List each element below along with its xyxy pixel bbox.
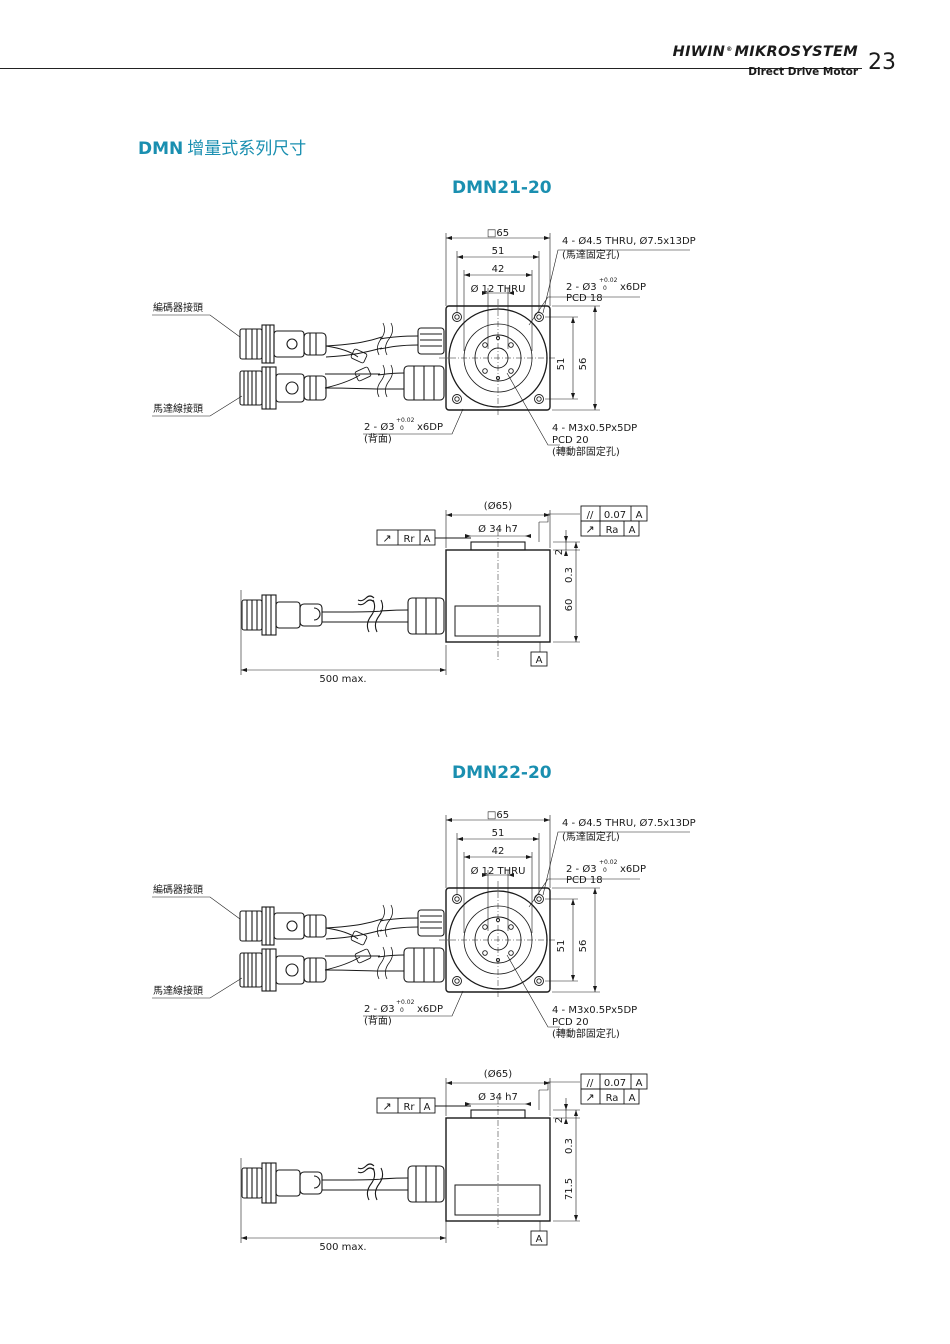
brand-suffix: MIKROSYSTEM [734, 44, 858, 60]
parallel-icon: // [587, 510, 594, 521]
encoder-connector-label: 編碼器接頭 [153, 883, 203, 896]
motor-connector-label: 馬達線接頭 [153, 984, 203, 997]
encoder-connector-label: 編碼器接頭 [153, 301, 203, 314]
runout-datum: A [424, 1102, 431, 1113]
rotor-holes-note: (轉動部固定孔) [552, 1027, 620, 1040]
top-view-drawing-dmn22-20: 編碼器接頭 馬達線接頭 □65 51 42 Ø 12 THRU 4 - Ø4.5… [152, 810, 696, 1040]
pin-back-tol-upper: +0.02 [396, 999, 415, 1006]
runout-icon: ↗ [382, 532, 391, 545]
mount-pcd-51-label: 51 [492, 246, 505, 257]
ra-runout-icon: ↗ [585, 523, 594, 536]
rotor-pcd-label: PCD 20 [552, 435, 589, 446]
height-label: 60 [564, 599, 575, 612]
mount-holes-note: (馬達固定孔) [562, 830, 620, 843]
outer-dia-label: (Ø65) [484, 1068, 512, 1080]
datum-a-label: A [536, 1234, 543, 1245]
pilot-42-label: 42 [492, 264, 505, 275]
section-title-cn: 增量式系列尺寸 [187, 139, 307, 159]
runout-label: Rr [403, 534, 415, 545]
parallel-datum: A [636, 510, 643, 521]
ra-datum: A [629, 1093, 636, 1104]
brand-mark: ® [726, 46, 733, 53]
top-view-drawing-dmn21-20: 編碼器接頭 馬達線接頭 □65 51 42 Ø 12 THRU 4 - Ø4.5… [152, 228, 696, 458]
pin-front-tol-lower: 0 [603, 285, 607, 292]
pin-back-depth: x6DP [417, 1004, 443, 1015]
page-header: HIWIN®MIKROSYSTEM Direct Drive Motor 23 [0, 0, 950, 90]
parallel-tol: 0.07 [604, 1078, 626, 1089]
pin-back-tol-upper: +0.02 [396, 417, 415, 424]
pin-back-depth: x6DP [417, 422, 443, 433]
height-label: 71.5 [564, 1178, 575, 1200]
pilot-42-label: 42 [492, 846, 505, 857]
cable-length-label: 500 max. [319, 1242, 366, 1253]
rotor-holes-label: 4 - M3x0.5Px5DP [552, 1005, 637, 1016]
pin-pcd-label: PCD 18 [566, 875, 603, 886]
pin-front-tol-upper: +0.02 [599, 277, 618, 284]
pin-back-label: 2 - Ø3 [364, 421, 395, 433]
pin-back-label: 2 - Ø3 [364, 1003, 395, 1015]
pin-back-note: (背面) [364, 1014, 392, 1027]
step-label: 2 [554, 1117, 565, 1123]
rotor-holes-label: 4 - M3x0.5Px5DP [552, 423, 637, 434]
pin-back-note: (背面) [364, 432, 392, 445]
pin-front-label: 2 - Ø3 [566, 863, 597, 875]
rotor-pcd-label: PCD 20 [552, 1017, 589, 1028]
side-51-label: 51 [556, 358, 567, 371]
mount-holes-note: (馬達固定孔) [562, 248, 620, 261]
side-view-drawing-dmn22-20: (Ø65) Ø 34 h7 ↗ Rr A // 0.07 A ↗ Ra A A … [240, 1068, 648, 1253]
pin-front-depth: x6DP [620, 282, 646, 293]
brand-tagline: Direct Drive Motor [748, 66, 858, 78]
runout-datum: A [424, 534, 431, 545]
mount-holes-label: 4 - Ø4.5 THRU, Ø7.5x13DP [562, 817, 696, 829]
brand-name: HIWIN [672, 44, 726, 60]
runout-label: Rr [403, 1102, 415, 1113]
ra-datum: A [629, 525, 636, 536]
height-tol-label: 0.3 [564, 1138, 575, 1154]
pin-front-label: 2 - Ø3 [566, 281, 597, 293]
thru-hole-label: Ø 12 THRU [471, 865, 526, 877]
side-56-label: 56 [578, 940, 589, 953]
motor-connector-label: 馬達線接頭 [153, 402, 203, 415]
brand-logo: HIWIN®MIKROSYSTEM [673, 44, 858, 60]
ra-label: Ra [606, 1093, 619, 1104]
pin-back-tol-lower: 0 [400, 1007, 404, 1014]
mount-pcd-51-label: 51 [492, 828, 505, 839]
rotor-holes-note: (轉動部固定孔) [552, 445, 620, 458]
shaft-dia-label: Ø 34 h7 [478, 523, 518, 535]
square-size-label: □65 [487, 228, 509, 239]
side-56-label: 56 [578, 358, 589, 371]
height-tol-label: 0.3 [564, 567, 575, 583]
pin-pcd-label: PCD 18 [566, 293, 603, 304]
model-title-dmn22-20: DMN22-20 [452, 763, 552, 783]
parallel-tol: 0.07 [604, 510, 626, 521]
square-size-label: □65 [487, 810, 509, 821]
side-view-drawing-dmn21-20: (Ø65) Ø 34 h7 ↗ Rr A // 0.07 A ↗ Ra A A … [240, 500, 648, 685]
header-rule [0, 68, 862, 69]
page-number: 23 [868, 50, 896, 75]
ra-runout-icon: ↗ [585, 1091, 594, 1104]
pin-back-tol-lower: 0 [400, 425, 404, 432]
parallel-icon: // [587, 1078, 594, 1089]
shaft-dia-label: Ø 34 h7 [478, 1091, 518, 1103]
mount-holes-label: 4 - Ø4.5 THRU, Ø7.5x13DP [562, 235, 696, 247]
side-51-label: 51 [556, 940, 567, 953]
parallel-datum: A [636, 1078, 643, 1089]
runout-icon: ↗ [382, 1100, 391, 1113]
thru-hole-label: Ø 12 THRU [471, 283, 526, 295]
outer-dia-label: (Ø65) [484, 500, 512, 512]
step-label: 2 [554, 549, 565, 555]
datum-a-label: A [536, 655, 543, 666]
section-title-prefix: DMN [138, 139, 184, 159]
model-title-dmn21-20: DMN21-20 [452, 178, 552, 198]
cable-length-label: 500 max. [319, 674, 366, 685]
pin-front-tol-upper: +0.02 [599, 859, 618, 866]
pin-front-tol-lower: 0 [603, 867, 607, 874]
pin-front-depth: x6DP [620, 864, 646, 875]
ra-label: Ra [606, 525, 619, 536]
